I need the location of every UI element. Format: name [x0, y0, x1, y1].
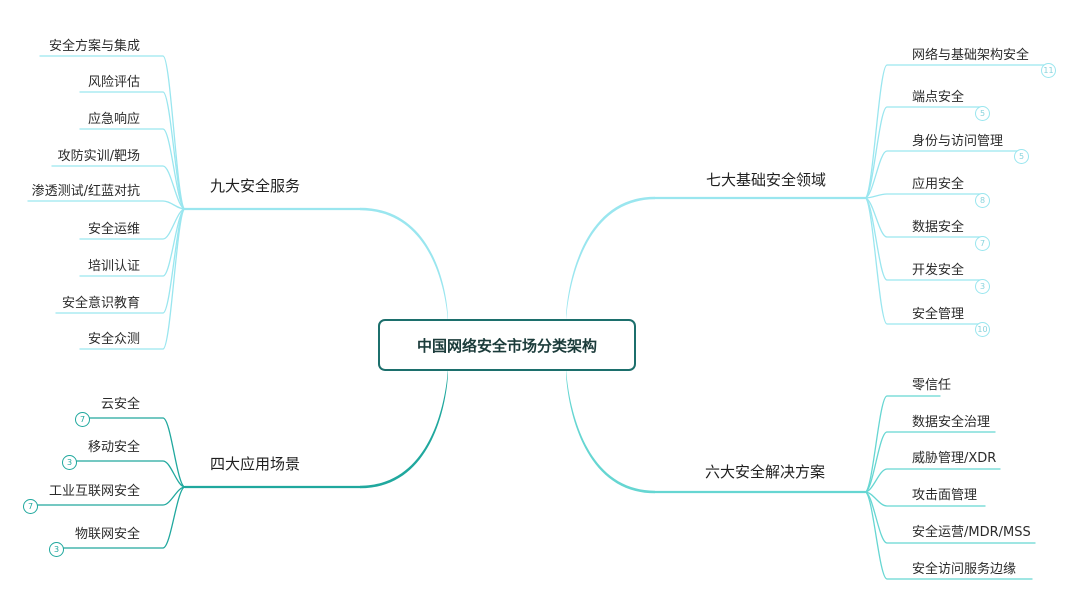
leaf-connector	[864, 491, 1033, 580]
leaf-connector	[27, 200, 186, 210]
leaf-item[interactable]: 数据安全治理	[912, 415, 991, 430]
root-node[interactable]: 中国网络安全市场分类架构	[378, 319, 636, 371]
leaf-item[interactable]: 风险评估	[87, 75, 140, 90]
leaf-item[interactable]: 安全方案与集成	[48, 39, 140, 54]
leaf-connector	[51, 165, 186, 210]
count-badge: 7	[975, 236, 990, 251]
branch-connector	[360, 207, 448, 323]
leaf-connector	[864, 197, 983, 325]
branch-connector	[566, 196, 655, 323]
count-badge: 7	[75, 412, 90, 427]
leaf-connector	[864, 193, 983, 199]
leaf-item[interactable]: 攻击面管理	[912, 488, 978, 503]
leaf-connector	[864, 395, 941, 493]
leaf-item[interactable]: 移动安全	[87, 440, 140, 455]
branch-security-domains[interactable]: 七大基础安全领域	[706, 171, 827, 189]
leaf-item[interactable]: 应急响应	[87, 112, 140, 127]
leaf-item[interactable]: 安全访问服务边缘	[912, 562, 1017, 577]
leaf-connector	[81, 417, 186, 488]
count-badge: 3	[975, 279, 990, 294]
branch-application-scenarios[interactable]: 四大应用场景	[210, 455, 301, 473]
leaf-item[interactable]: 应用安全	[912, 177, 965, 192]
count-badge: 11	[1041, 63, 1056, 78]
leaf-item[interactable]: 网络与基础架构安全	[912, 48, 1030, 63]
leaf-item[interactable]: 数据安全	[912, 220, 965, 235]
leaf-item[interactable]: 身份与访问管理	[912, 134, 1004, 149]
branch-connector	[360, 367, 448, 489]
leaf-item[interactable]: 物联网安全	[74, 527, 140, 542]
branch-connector	[566, 367, 655, 494]
count-badge: 3	[62, 455, 77, 470]
leaf-connector	[864, 150, 1022, 199]
count-badge: 8	[975, 193, 990, 208]
leaf-item[interactable]: 零信任	[912, 378, 952, 393]
leaf-item[interactable]: 安全管理	[912, 307, 965, 322]
leaf-item[interactable]: 端点安全	[912, 90, 965, 105]
branch-security-solutions[interactable]: 六大安全解决方案	[705, 463, 826, 481]
leaf-connector	[55, 486, 186, 549]
root-label: 中国网络安全市场分类架构	[416, 336, 597, 355]
count-badge: 3	[49, 542, 64, 557]
leaf-connector	[864, 106, 983, 199]
count-badge: 7	[23, 499, 38, 514]
leaf-item[interactable]: 云安全	[100, 397, 140, 412]
leaf-connector	[864, 468, 1001, 493]
leaf-item[interactable]: 安全意识教育	[61, 296, 140, 311]
leaf-connector	[864, 491, 986, 507]
leaf-item[interactable]: 开发安全	[912, 263, 965, 278]
leaf-item[interactable]: 攻防实训/靶场	[57, 149, 140, 164]
leaf-item[interactable]: 安全运营/MDR/MSS	[912, 525, 1031, 540]
leaf-connector	[864, 431, 996, 493]
leaf-connector	[68, 460, 186, 488]
leaf-connector	[79, 128, 186, 210]
leaf-item[interactable]: 培训认证	[87, 259, 140, 274]
leaf-item[interactable]: 工业互联网安全	[48, 484, 140, 499]
count-badge: 10	[975, 322, 990, 337]
count-badge: 5	[975, 106, 990, 121]
leaf-item[interactable]: 威胁管理/XDR	[912, 451, 997, 466]
leaf-item[interactable]: 安全众测	[87, 332, 140, 347]
branch-security-services[interactable]: 九大安全服务	[210, 177, 301, 195]
leaf-connector	[79, 208, 186, 350]
leaf-connector	[29, 486, 186, 506]
leaf-item[interactable]: 安全运维	[87, 222, 140, 237]
leaf-item[interactable]: 渗透测试/红蓝对抗	[31, 184, 140, 199]
count-badge: 5	[1014, 149, 1029, 164]
